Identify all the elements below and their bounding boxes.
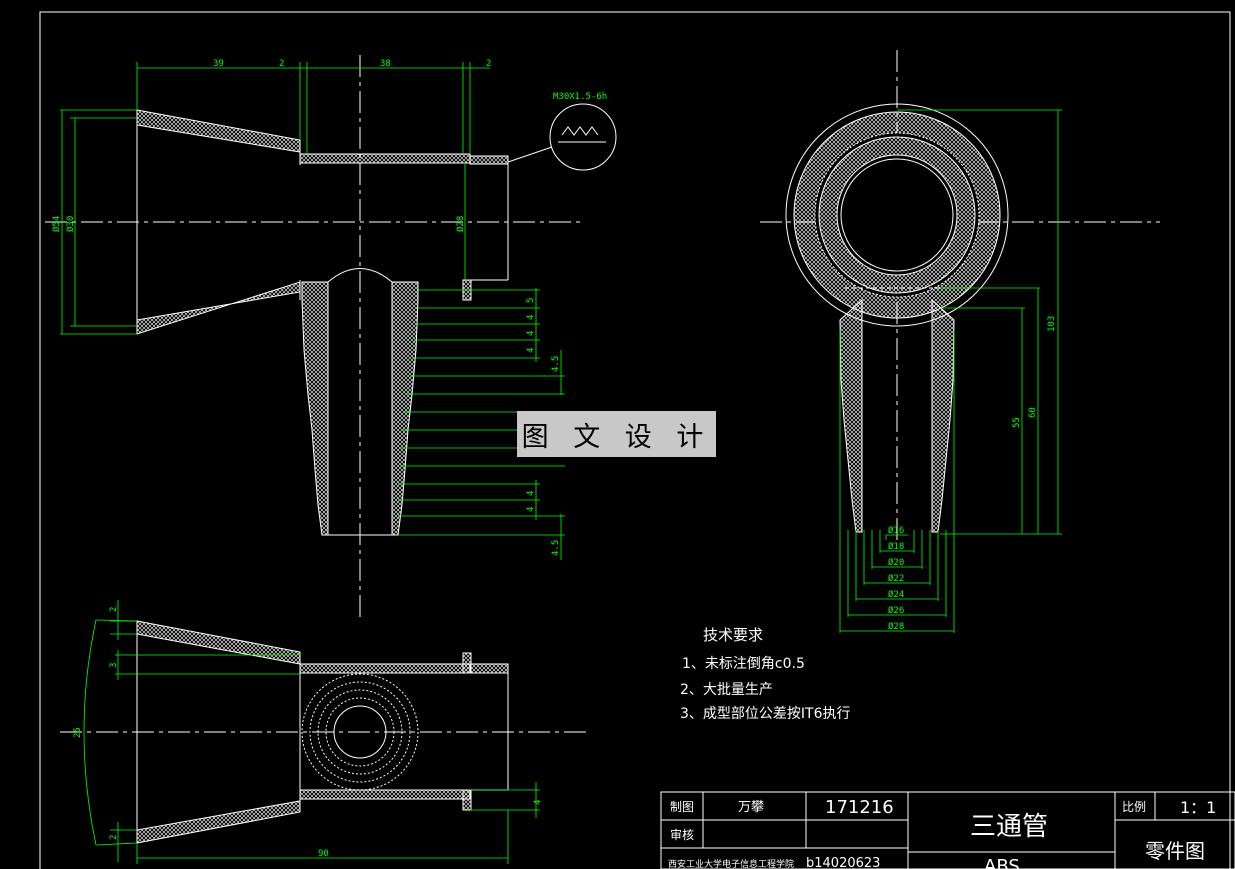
dim-2a: 2 bbox=[279, 59, 284, 69]
dim-d22: Ø22 bbox=[888, 573, 904, 584]
dim-d26: Ø26 bbox=[888, 605, 904, 616]
drawn-label: 制图 bbox=[670, 800, 694, 814]
review-label: 审核 bbox=[670, 827, 694, 842]
front-view-dimensions bbox=[60, 62, 565, 560]
dim-plan-25: 25 bbox=[73, 727, 83, 738]
dim-39: 39 bbox=[213, 59, 224, 69]
dim-plan-2a: 2 bbox=[109, 607, 119, 612]
dim-fin-4d: 4 bbox=[526, 491, 536, 496]
dim-d24: Ø24 bbox=[888, 589, 904, 600]
dim-fin-4a: 4 bbox=[526, 315, 536, 320]
plan-view bbox=[136, 620, 509, 844]
dim-2b: 2 bbox=[486, 59, 491, 69]
title-block-text: 制图 万攀 171216 审核 三通管 比例 1：1 零件图 西安工业大学电子信… bbox=[668, 797, 1216, 869]
technical-requirements: 技术要求 1、未标注倒角c0.5 2、大批量生产 3、成型部位公差按IT6执行 bbox=[680, 626, 851, 722]
scale-value: 1：1 bbox=[1180, 798, 1216, 817]
drawn-by: 万攀 bbox=[738, 800, 764, 815]
side-view-dimensions bbox=[839, 109, 1062, 633]
watermark-label: 图 文 设 计 bbox=[517, 411, 716, 457]
dim-plan-3: 3 bbox=[109, 663, 119, 668]
dim-plan-4: 4 bbox=[533, 800, 543, 805]
front-section-view bbox=[136, 103, 617, 536]
school-name: 西安工业大学电子信息工程学院 bbox=[668, 858, 794, 869]
dim-d28-side: Ø28 bbox=[888, 621, 904, 632]
dim-fin-4c: 4 bbox=[526, 348, 536, 353]
tech-req-item-3: 3、成型部位公差按IT6执行 bbox=[680, 706, 851, 722]
plan-dim-labels: 2 3 25 2 4 90 bbox=[73, 607, 543, 859]
dim-fin-4-5b: 4.5 bbox=[551, 540, 561, 556]
material: ABS bbox=[984, 856, 1020, 869]
dim-fin-4-5a: 4.5 bbox=[551, 356, 561, 372]
front-dim-labels: 39 2 38 2 Ø54 Ø30 Ø28 5 4 4 4 4.5 4 4 4.… bbox=[51, 59, 607, 556]
tech-req-title: 技术要求 bbox=[703, 626, 763, 644]
dim-d18: Ø18 bbox=[888, 541, 904, 552]
dim-60: 60 bbox=[1028, 407, 1038, 418]
centerlines bbox=[45, 50, 1160, 733]
dim-plan-2b: 2 bbox=[109, 835, 119, 840]
dim-103: 103 bbox=[1047, 316, 1057, 332]
dim-fin-4b: 4 bbox=[526, 331, 536, 336]
dim-55: 55 bbox=[1012, 417, 1022, 428]
dim-d54: Ø54 bbox=[51, 216, 62, 232]
tech-req-item-1: 1、未标注倒角c0.5 bbox=[682, 656, 805, 672]
title-block bbox=[660, 791, 1235, 869]
side-view bbox=[785, 103, 1009, 533]
drawing-type: 零件图 bbox=[1145, 839, 1205, 863]
dim-d28: Ø28 bbox=[455, 216, 466, 232]
thread-callout: M30X1.5-6h bbox=[553, 92, 607, 102]
student-id: b14020623 bbox=[806, 856, 880, 869]
dim-fin-4e: 4 bbox=[526, 507, 536, 512]
dim-fin-5: 5 bbox=[526, 298, 536, 303]
plan-view-dimensions bbox=[83, 600, 540, 864]
drawing-border bbox=[39, 11, 1231, 869]
part-name: 三通管 bbox=[970, 812, 1048, 842]
dim-d20: Ø20 bbox=[888, 557, 904, 568]
scale-label: 比例 bbox=[1122, 800, 1146, 814]
dim-d30: Ø30 bbox=[65, 216, 76, 232]
side-dim-labels: Ø16 Ø18 Ø20 Ø22 Ø24 Ø26 Ø28 103 60 55 bbox=[888, 316, 1057, 632]
tech-req-item-2: 2、大批量生产 bbox=[680, 682, 773, 698]
dim-plan-90: 90 bbox=[318, 849, 329, 859]
dim-d16: Ø16 bbox=[888, 525, 904, 536]
drawing-date: 171216 bbox=[825, 797, 894, 818]
dim-38: 38 bbox=[380, 59, 391, 69]
